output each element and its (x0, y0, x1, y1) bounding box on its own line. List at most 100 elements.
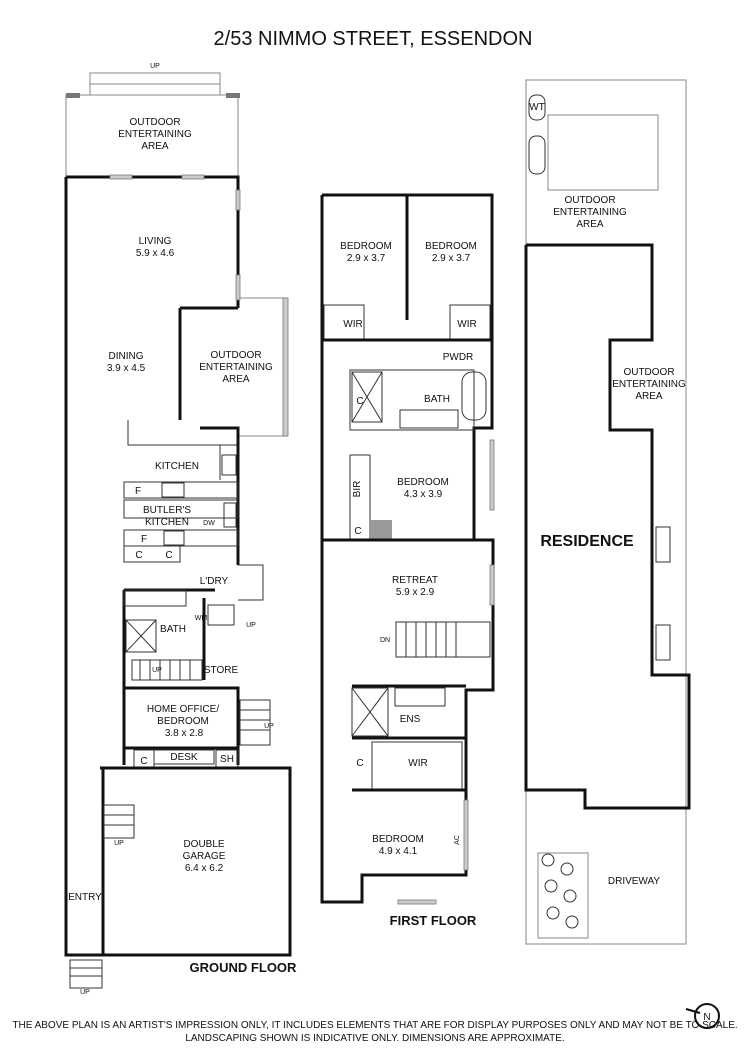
dishwasher-label: DW (203, 520, 215, 527)
bathroom (349, 369, 475, 431)
cupboards (123, 545, 181, 563)
living-size: 5.9 x 4.6 (136, 248, 175, 259)
garage-wall (100, 766, 292, 957)
bath-label: BATH (424, 394, 450, 405)
first-floor-label: FIRST FLOOR (390, 913, 477, 928)
entry-steps (69, 959, 103, 989)
cupboard-label: C (135, 550, 142, 561)
chimney (370, 520, 392, 540)
sink (223, 502, 237, 528)
bedroom-label: BEDROOM (372, 834, 424, 845)
up-label: UP (150, 63, 160, 70)
shower (351, 687, 389, 737)
bedroom-label: BEDROOM (397, 477, 449, 488)
water-tank (528, 135, 546, 175)
kitchen-label: KITCHEN (155, 461, 199, 472)
wall (64, 935, 103, 957)
dining-label: DINING (109, 351, 144, 362)
laundry-label: L'DRY (200, 576, 229, 587)
retreat-label: RETREAT (392, 575, 438, 586)
wt-label: WT (529, 102, 545, 113)
wir-label: WIR (457, 319, 476, 330)
entry-label: ENTRY (68, 892, 102, 903)
office-size: 3.8 x 2.8 (165, 728, 204, 739)
stairs (103, 804, 135, 839)
bedroom-size: 2.9 x 3.7 (347, 253, 386, 264)
cooktop-icon (161, 482, 185, 498)
fridge-label: F (141, 534, 147, 545)
up-label: UP (264, 723, 274, 730)
stairs (131, 659, 203, 681)
disclaimer-line-2: LANDSCAPING SHOWN IS INDICATIVE ONLY. DI… (185, 1033, 564, 1044)
down-label: DN (380, 637, 390, 644)
wir-label: WIR (408, 758, 427, 769)
desk-label: DESK (170, 752, 198, 763)
garden-bed (537, 852, 589, 939)
bedroom-size: 4.9 x 4.1 (379, 846, 418, 857)
bir-label: BIR (352, 481, 363, 498)
cupboard-label: C (356, 396, 363, 407)
vanity (394, 687, 446, 707)
stairs (395, 621, 491, 658)
washing-machine-label: WM (195, 615, 208, 622)
bench (123, 481, 239, 499)
fridge-label: F (135, 486, 141, 497)
bedroom-size: 2.9 x 3.7 (432, 253, 471, 264)
stairs (655, 624, 671, 661)
stairs (655, 526, 671, 563)
dining-size: 3.9 x 4.5 (107, 363, 146, 374)
room-label: HOME OFFICE/BEDROOM (147, 704, 219, 727)
cupboard-label: C (165, 550, 172, 561)
up-label: UP (246, 622, 256, 629)
bench (123, 499, 239, 519)
up-label: UP (114, 840, 124, 847)
retreat-size: 5.9 x 2.9 (396, 587, 435, 598)
disclaimer-line-1: THE ABOVE PLAN IS AN ARTIST'S IMPRESSION… (12, 1020, 737, 1031)
shower (351, 371, 383, 423)
water-tank (528, 94, 546, 121)
north-label: N (703, 1012, 710, 1023)
cooktop-icon (163, 530, 185, 546)
wall (200, 426, 240, 565)
north-arrow-icon: N (685, 1003, 720, 1029)
cupboard-label: C (140, 756, 147, 767)
wir-label: WIR (343, 319, 362, 330)
screen (282, 297, 289, 437)
store-label: STORE (204, 665, 239, 676)
vanity (399, 409, 459, 429)
up-label: UP (152, 667, 162, 674)
bedroom-label: BEDROOM (340, 241, 392, 252)
bench (127, 420, 238, 446)
driveway-label: DRIVEWAY (608, 876, 661, 887)
shower (125, 619, 157, 653)
bedroom-size: 4.3 x 3.9 (404, 489, 443, 500)
residence-outline (524, 243, 691, 810)
sh-label: SH (220, 754, 234, 765)
bathtub (461, 371, 487, 421)
cupboard-label: C (354, 526, 361, 537)
washing-machine (207, 604, 235, 626)
living-label: LIVING (139, 236, 172, 247)
post (66, 93, 80, 98)
bedroom-label: BEDROOM (425, 241, 477, 252)
ensuite-label: ENS (400, 714, 421, 725)
ground-floor-plan: UP (64, 63, 297, 996)
bath-label: BATH (160, 624, 186, 635)
up-label: UP (80, 989, 90, 996)
first-floor-outer-wall (320, 193, 495, 904)
post (226, 93, 240, 98)
garage-size: 6.4 x 6.2 (185, 863, 224, 874)
wall (124, 686, 240, 765)
first-floor-plan: BEDROOM 2.9 x 3.7 BEDROOM 2.9 x 3.7 WIR … (320, 193, 495, 928)
ground-floor-label: GROUND FLOOR (190, 960, 297, 975)
cupboard-label: C (356, 758, 363, 769)
sink (221, 454, 237, 476)
ac-label: AC (454, 835, 461, 845)
powder-room-label: PWDR (443, 352, 474, 363)
